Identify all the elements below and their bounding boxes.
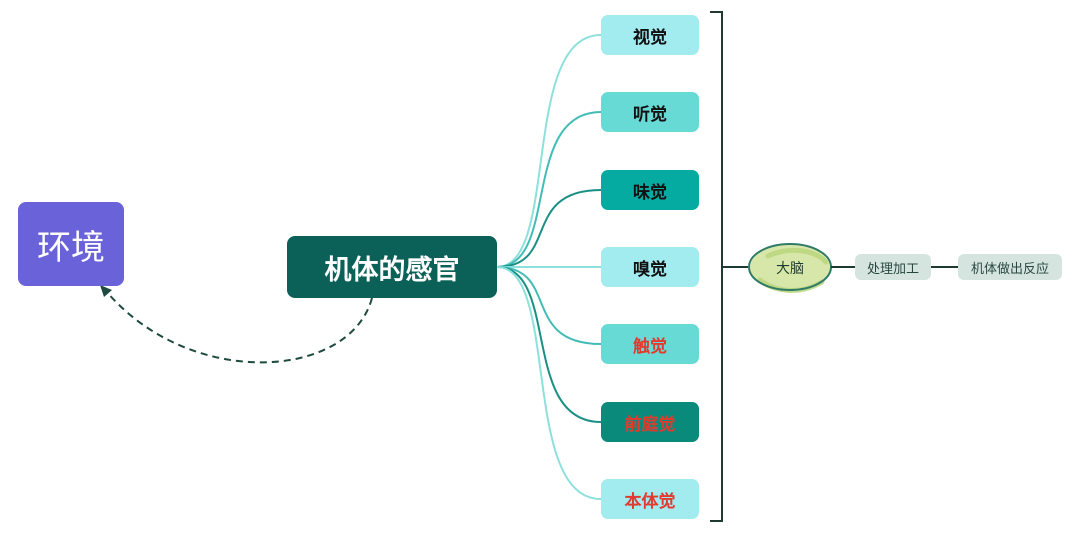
sense-node-smell[interactable]: 嗅觉 [601,247,699,287]
link-visual [496,34,602,268]
dashed-arrow-to-environment [105,290,373,364]
sense-label: 嗅觉 [633,259,667,280]
arrowhead-icon [100,285,112,297]
sense-label: 味觉 [633,182,667,203]
reaction-node[interactable]: 机体做出反应 [958,254,1062,280]
sense-label: 听觉 [633,104,667,125]
link-hearing [496,111,602,268]
link-vestibular [496,266,602,423]
process-node[interactable]: 处理加工 [855,254,931,280]
sense-node-vestibular[interactable]: 前庭觉 [601,402,699,442]
senses-bracket [710,11,748,522]
sense-label: 视觉 [633,27,667,48]
sense-label: 本体觉 [624,491,676,512]
link-taste [496,189,602,268]
sense-node-visual[interactable]: 视觉 [601,15,699,55]
brain-node[interactable] [748,243,832,293]
center-node[interactable]: 机体的感官 [287,236,497,298]
sense-label: 前庭觉 [624,414,676,435]
environment-label: 环境 [37,227,105,268]
link-proprioception [496,266,602,500]
sense-node-proprioception[interactable]: 本体觉 [601,479,699,519]
sense-links [496,34,602,500]
sense-label: 触觉 [633,336,667,357]
sense-node-touch[interactable]: 触觉 [601,324,699,364]
environment-node[interactable]: 环境 [18,202,124,286]
sense-node-taste[interactable]: 味觉 [601,170,699,210]
link-touch [496,266,602,345]
center-label: 机体的感官 [324,254,460,286]
sense-node-hearing[interactable]: 听觉 [601,92,699,132]
process-label: 处理加工 [866,261,919,277]
brain-label: 大脑 [776,261,804,277]
reaction-label: 机体做出反应 [970,261,1049,277]
